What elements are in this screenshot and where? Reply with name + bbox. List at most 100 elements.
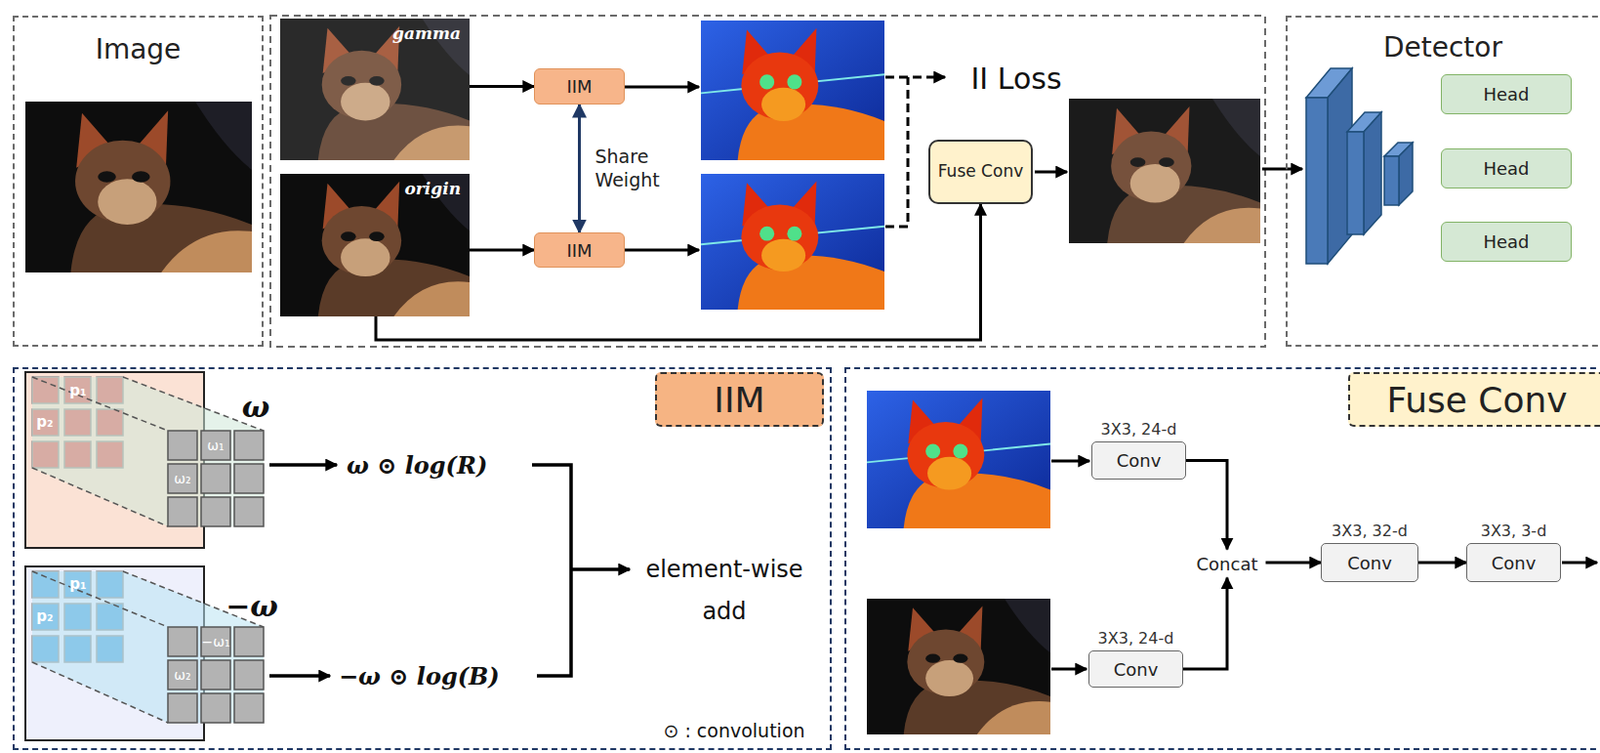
- cat-photo: [280, 173, 470, 317]
- kernel-spec: 3X3, 24-d: [1101, 419, 1178, 439]
- b-feature-grid: [167, 626, 198, 657]
- conv-box: 3X3, 32-dConv: [1320, 542, 1419, 582]
- kernel-spec: 3X3, 24-d: [1098, 628, 1175, 648]
- conv-box: 3X3, 3-dConv: [1466, 542, 1561, 582]
- box-label: Conv: [1116, 450, 1162, 471]
- box-label: Conv: [1347, 552, 1393, 574]
- weight-symbol: −ω: [225, 588, 279, 623]
- fuse-conv-panel: 3X3, 24-dConv3X3, 24-dConvConcat3X3, 32-…: [844, 367, 1600, 750]
- b-feature-grid: [234, 693, 264, 723]
- formula: ω ⊙ log(R): [346, 451, 488, 480]
- flow-arrow: [1051, 459, 1090, 463]
- flow-arrow: [624, 248, 699, 252]
- b-feature-grid: [234, 659, 264, 690]
- cat-photo: [280, 18, 470, 161]
- panel-heading: IIM: [655, 371, 824, 427]
- concat-node: Concat: [1189, 549, 1267, 578]
- heatmap: [700, 20, 885, 161]
- legend-note: ⊙ : convolution: [662, 719, 805, 741]
- r-feature-grid: [201, 496, 231, 527]
- r-feature-grid: [234, 463, 264, 493]
- weight-label: ω₁: [206, 437, 224, 453]
- connector: [1183, 577, 1228, 670]
- iim-flow: [269, 462, 337, 467]
- kernel-spec: 3X3, 3-d: [1480, 521, 1548, 540]
- head-box: Head: [1440, 148, 1572, 189]
- iim-flow: [269, 464, 630, 676]
- detector-panel: HeadHeadHeadDetector: [1285, 15, 1600, 347]
- pixel-label: p₂: [36, 607, 53, 625]
- origin-image: origin: [280, 173, 470, 317]
- r-feature-grid: [201, 430, 231, 460]
- panel-heading: Detector: [1287, 27, 1599, 67]
- heatmap: [866, 390, 1051, 529]
- r-feature-grid: [32, 376, 168, 431]
- conv-box: 3X3, 24-dConv: [1091, 441, 1187, 480]
- r-feature-grid: [32, 467, 168, 527]
- r-feature-grid: [167, 430, 264, 527]
- image-tag: gamma: [392, 23, 461, 43]
- box-label: Head: [1482, 83, 1529, 105]
- r-feature-grid: [32, 376, 264, 527]
- cat-photo: [866, 598, 1051, 735]
- r-feature-grid: [167, 496, 198, 527]
- flow-arrow: [1034, 170, 1067, 174]
- box-label: Head: [1482, 158, 1529, 179]
- connector: [469, 248, 534, 252]
- backbone: [1363, 112, 1382, 235]
- connector: [375, 204, 982, 340]
- connectors: [375, 86, 1467, 670]
- iim-flow: [571, 567, 630, 572]
- b-feature-grid: [32, 571, 168, 627]
- weight-label: ω₂: [173, 470, 191, 487]
- flow-arrow: [1561, 561, 1598, 565]
- b-feature-grid: [167, 693, 198, 723]
- image-tag: origin: [405, 178, 461, 199]
- panel-heading: Fuse Conv: [1348, 371, 1600, 427]
- box-label: Conv: [1491, 552, 1537, 574]
- b-feature-grid: [167, 626, 264, 723]
- cat-photo: [25, 101, 252, 273]
- loss-arrow: [885, 77, 908, 227]
- r-feature-grid: [167, 463, 198, 493]
- connector: [1186, 460, 1228, 550]
- weight-label: −ω₁: [201, 633, 230, 650]
- heatmap: [700, 20, 1051, 529]
- b-feature-grid: [167, 659, 198, 690]
- b-feature-grid: [201, 693, 231, 723]
- r-feature-grid: [32, 376, 264, 527]
- edge-label: Share Weight: [595, 144, 678, 193]
- iim-flow: [532, 464, 572, 676]
- cat-photo: [1068, 98, 1261, 244]
- formula: −ω ⊙ log(B): [338, 661, 500, 691]
- gamma-image: gamma: [280, 18, 470, 161]
- r-feature-grid: [201, 463, 231, 493]
- fuse-conv-box: Fuse Conv: [928, 139, 1033, 205]
- iim-module: IIM: [533, 232, 625, 268]
- connector: [1266, 561, 1322, 565]
- b-feature-grid: [32, 661, 168, 723]
- cat-photo: [1068, 98, 1261, 244]
- b-feature-grid: [234, 626, 264, 657]
- pixel-label: p₁: [69, 574, 86, 593]
- backbone: [1384, 156, 1399, 206]
- b-feature-grid: [201, 626, 231, 657]
- backbone: [1306, 68, 1413, 264]
- flow-arrow: [624, 85, 699, 89]
- connector: [469, 84, 534, 88]
- iim-module: IIM: [533, 68, 625, 105]
- pipeline-panel: [270, 15, 1266, 347]
- weight-symbol: ω: [242, 389, 271, 424]
- b-feature-grid: [201, 659, 231, 690]
- pixel-label: p₂: [36, 412, 53, 431]
- connector: [577, 104, 581, 233]
- loss-label: II Loss: [970, 61, 1062, 96]
- conv-box: 3X3, 24-dConv: [1088, 650, 1184, 688]
- backbone: [1347, 131, 1364, 235]
- cat-photo: [280, 18, 470, 161]
- flow-arrow: [1051, 667, 1087, 671]
- pipeline-panel: [270, 15, 1266, 347]
- box-label: IIM: [566, 76, 592, 97]
- loss-arrow: [885, 76, 945, 80]
